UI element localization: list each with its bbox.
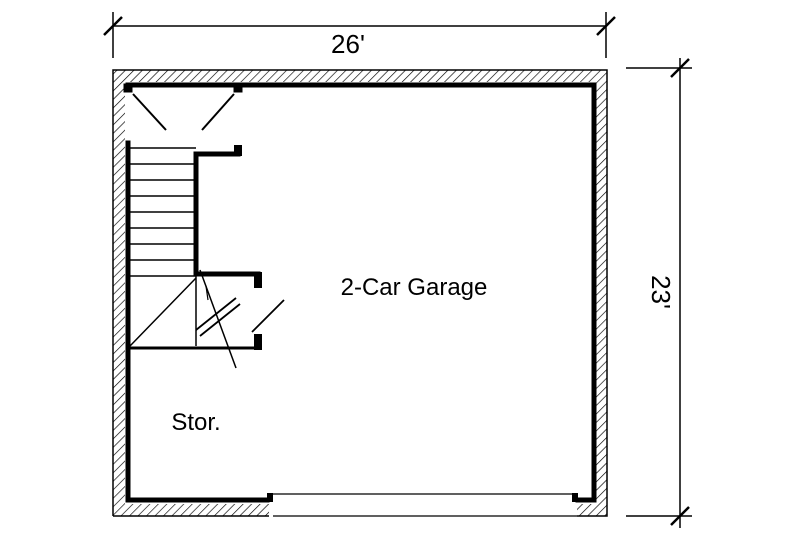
depth-label: 23' <box>646 275 676 309</box>
storage-label: Stor. <box>171 409 220 436</box>
stair-enclosure <box>126 145 262 350</box>
exterior-walls <box>112 69 608 517</box>
depth-dimension: 23' <box>626 58 692 528</box>
stair-door <box>195 269 285 369</box>
interior-wall-faces <box>125 82 597 503</box>
garage-label: 2-Car Garage <box>341 274 488 301</box>
attic-access <box>123 83 243 131</box>
garage-door <box>267 493 578 517</box>
width-dimension: 26' <box>103 12 616 59</box>
width-label: 26' <box>331 29 365 59</box>
stair-treads <box>129 147 197 347</box>
